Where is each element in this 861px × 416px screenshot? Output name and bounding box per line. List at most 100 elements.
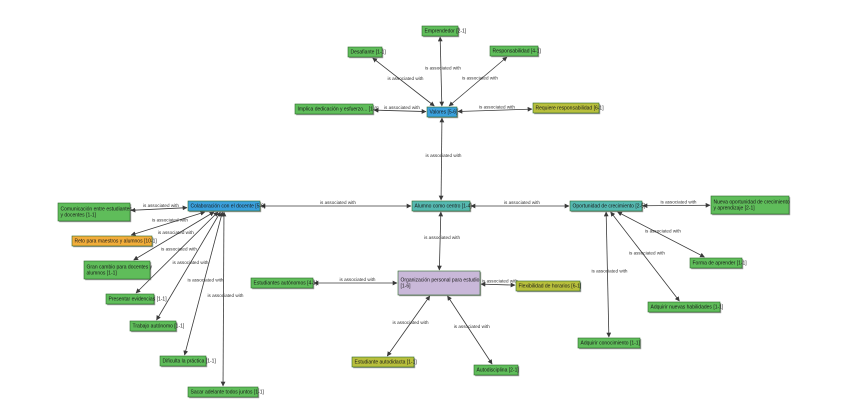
edge-valores-responsabilidad — [448, 56, 508, 107]
edge-label: is associated with — [629, 251, 665, 256]
edge-oportunidad-adquirir-habilidades — [610, 211, 680, 302]
node-box — [689, 257, 743, 269]
node-trabajo-auto[interactable]: Trabajo autónomo [1-1] — [129, 320, 185, 333]
node-box — [83, 260, 151, 280]
node-box — [397, 270, 481, 296]
node-box — [294, 103, 374, 115]
edge-label: is associated with — [393, 320, 429, 325]
node-label: Estudiante autodidacta [1-1] — [355, 360, 418, 366]
edge-label: is associated with — [425, 153, 461, 158]
node-implica-dedicacion[interactable]: Implica dedicación y esfuerzo... [1-0] — [294, 103, 379, 116]
edge-organizacion-estudiante-autodidacta — [386, 295, 431, 357]
node-presentar[interactable]: Presentar evidencias [1-1] — [105, 293, 168, 306]
node-adquirir-habilidades[interactable]: Adquirir nuevas habilidades [1-1] — [647, 301, 724, 314]
node-label: Emprendedor [2-1] — [425, 29, 467, 35]
node-label: Dificulta la práctica [1-1] — [163, 359, 217, 365]
node-box — [57, 202, 131, 222]
node-emprendedor[interactable]: Emprendedor [2-1] — [421, 25, 467, 38]
node-label: Alumno como centro [1-4] — [415, 204, 473, 210]
node-box — [187, 200, 261, 212]
node-estudiantes-autonomos[interactable]: Estudiantes autónomos [4-1] — [250, 277, 318, 290]
node-flexibilidad[interactable]: Flexibilidad de horarios [6-1] — [515, 280, 582, 293]
node-requiere-resp[interactable]: Requiere responsabilidad [6-1] — [532, 102, 604, 115]
node-box — [577, 337, 641, 349]
edge-label: is associated with — [384, 105, 420, 110]
node-adquirir-conocimiento[interactable]: Adquirir conocimiento [1-1] — [577, 337, 642, 350]
edge-organizacion-autodisciplina — [447, 295, 493, 365]
node-label: Organización personal para estudio[1-6] — [401, 278, 480, 290]
edge-colaboracion-trabajo-auto — [156, 211, 221, 321]
node-box — [105, 293, 155, 305]
node-label: Presentar evidencias [1-1] — [109, 297, 168, 303]
node-responsabilidad[interactable]: Responsabilidad [4-1] — [489, 45, 542, 58]
edge-oportunidad-adquirir-conocimiento — [603, 211, 612, 338]
edge-valores-requiere-resp — [457, 106, 533, 114]
node-box — [489, 45, 539, 57]
node-label: Valores [5-6] — [430, 110, 459, 116]
node-box — [187, 386, 259, 398]
node-box — [710, 195, 790, 215]
node-label: Estudiantes autónomos [4-1] — [254, 281, 318, 287]
node-valores[interactable]: Valores [5-6] — [426, 106, 459, 119]
node-sacar[interactable]: Sacar adelante todos juntos [1-1] — [187, 386, 264, 399]
nodes-layer: Emprendedor [2-1] Desafiante [1-1] Respons… — [57, 25, 791, 399]
node-box — [411, 200, 471, 212]
node-box — [426, 106, 458, 118]
edge-label: is associated with — [660, 200, 696, 205]
edge-valores-implica-dedicacion — [373, 107, 427, 114]
edge-label: is associated with — [645, 229, 681, 234]
node-colaboracion[interactable]: Colaboración con el docente [5-6] — [187, 200, 266, 213]
node-label: Oportunidad de crecimiento [2-5] — [573, 204, 646, 210]
node-box — [347, 46, 383, 58]
node-organizacion[interactable]: Organización personal para estudio[1-6] — [397, 270, 482, 297]
node-oportunidad[interactable]: Oportunidad de crecimiento [2-5] — [569, 200, 646, 213]
node-autodisciplina[interactable]: Autodisciplina [2-1] — [473, 364, 519, 377]
edge-alumno-centro-valores — [438, 117, 445, 201]
node-label: Flexibilidad de horarios [6-1] — [519, 284, 582, 290]
node-label: Colaboración con el docente [5-6] — [191, 204, 266, 210]
node-box — [71, 235, 153, 247]
node-label: Desafiante [1-1] — [351, 50, 387, 56]
edge-label: is associated with — [207, 293, 243, 298]
edge-label: is associated with — [339, 277, 375, 282]
node-box — [159, 355, 207, 367]
node-label: Reto para maestros y alumnos [10-1] — [75, 239, 158, 245]
node-box — [569, 200, 643, 212]
edge-label: is associated with — [482, 279, 518, 284]
node-alumno-centro[interactable]: Alumno como centro [1-4] — [411, 200, 473, 213]
node-box — [515, 280, 581, 292]
edge-label: is associated with — [387, 76, 423, 81]
node-forma-aprender[interactable]: Forma de aprender [1-1] — [689, 257, 747, 270]
edge-label: is associated with — [462, 76, 498, 81]
node-box — [421, 25, 459, 37]
node-reto[interactable]: Reto para maestros y alumnos [10-1] — [71, 235, 158, 248]
node-desafiante[interactable]: Desafiante [1-1] — [347, 46, 387, 59]
edge-colaboracion-comunicacion — [130, 205, 188, 213]
edge-alumno-centro-organizacion — [437, 211, 444, 271]
edge-label: is associated with — [158, 230, 194, 235]
edge-label: is associated with — [425, 66, 461, 71]
edge-colaboracion-dificulta — [183, 211, 224, 356]
edge-label: is associated with — [424, 235, 460, 240]
node-dificulta[interactable]: Dificulta la práctica [1-1] — [159, 355, 217, 368]
node-label: Adquirir nuevas habilidades [1-1] — [651, 305, 724, 311]
edge-label: is associated with — [504, 200, 540, 205]
edge-label: is associated with — [591, 269, 627, 274]
node-box — [647, 301, 721, 313]
edge-label: is associated with — [479, 104, 515, 109]
node-estudiante-autodidacta[interactable]: Estudiante autodidacta [1-1] — [351, 356, 418, 369]
edge-label: is associated with — [187, 278, 223, 283]
node-label: Responsabilidad [4-1] — [493, 49, 542, 55]
edge-label: is associated with — [161, 247, 197, 252]
edge-valores-emprendedor — [437, 36, 445, 107]
edge-organizacion-flexibilidad — [480, 281, 516, 288]
node-label: Trabajo autónomo [1-1] — [133, 324, 185, 330]
